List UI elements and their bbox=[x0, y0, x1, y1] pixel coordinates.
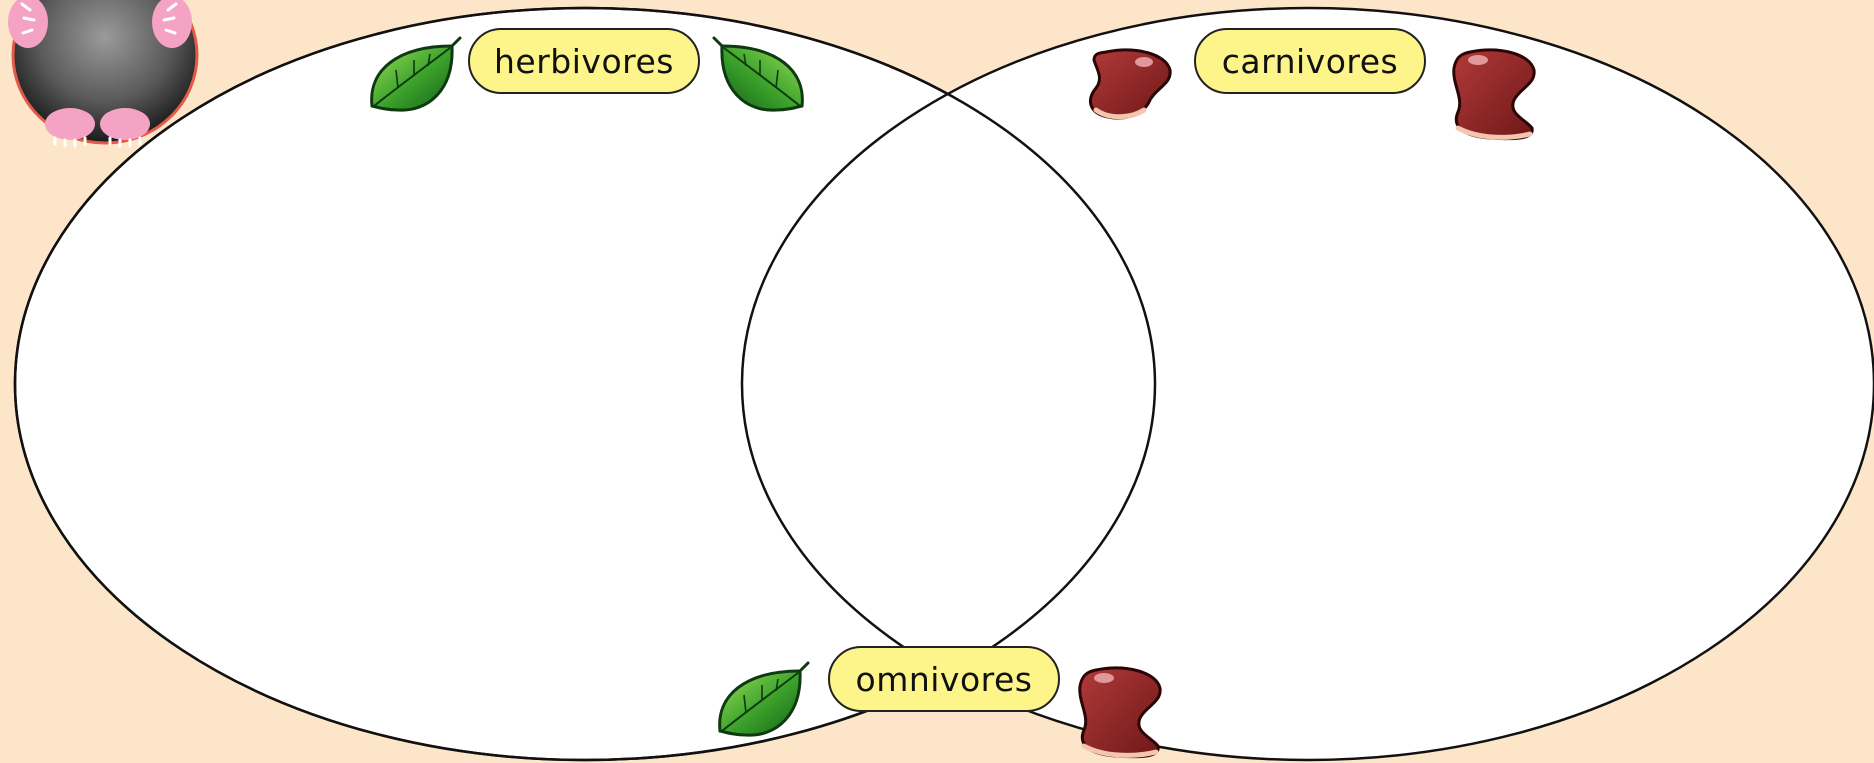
label-omnivores: omnivores bbox=[828, 646, 1060, 712]
label-carnivores: carnivores bbox=[1194, 28, 1426, 94]
label-herbivores: herbivores bbox=[468, 28, 700, 94]
mole-icon bbox=[8, 0, 197, 146]
